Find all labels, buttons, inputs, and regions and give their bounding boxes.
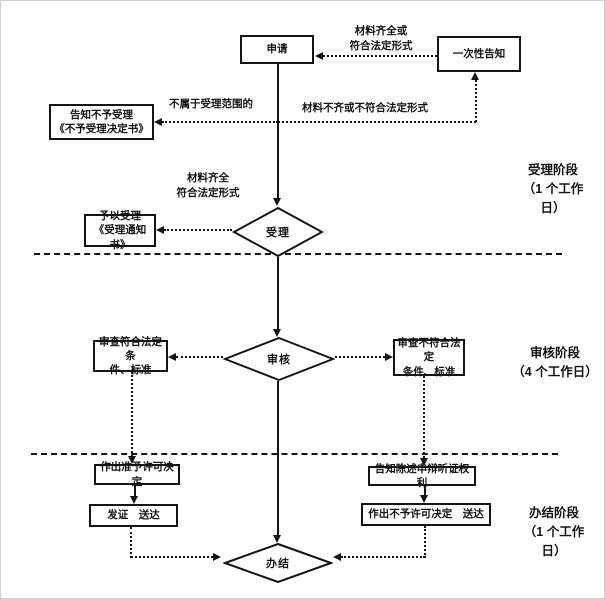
node-issue-deliver: 发证 送达: [89, 504, 178, 527]
node-close: 办结: [223, 543, 333, 583]
arrowhead-issue-to-close: [213, 553, 221, 561]
edge-label-not-in-scope: 不属于受理范围的: [167, 97, 255, 112]
edge-review-to-pass: [176, 356, 223, 358]
arrowhead-review-to-close: [273, 535, 281, 543]
edge-fail-to-rights: [423, 376, 425, 458]
diamond-shape-accept: [232, 207, 324, 257]
stage-label-review-text: 审核阶段 （4 个工作日）: [512, 346, 598, 379]
arrowhead-to-review-fail: [385, 353, 393, 361]
stage-label-accept-text: 受理阶段 （1 个工作 日）: [522, 163, 584, 215]
node-review: 审核: [223, 337, 335, 381]
edge-label-not-in-scope-text: 不属于受理范围的: [169, 98, 253, 110]
node-review-pass-label: 审查符合法定条 件、标准: [99, 335, 162, 377]
edge-incomplete-vertical: [475, 80, 477, 122]
arrowhead-pass-to-grant: [128, 456, 136, 464]
edge-accept-to-accept-notice: [164, 229, 232, 231]
node-deny-deliver: 作出不予许可决定 送达: [361, 503, 491, 526]
edge-notice-to-apply: [323, 55, 437, 57]
arrowhead-apply-to-accept: [273, 198, 281, 206]
edge-deny-to-close-vertical: [424, 526, 426, 558]
arrowhead-to-accept-notice: [156, 226, 164, 234]
node-review-pass: 审查符合法定条 件、标准: [93, 336, 168, 376]
edge-review-to-close: [277, 381, 279, 535]
arrowhead-grant-to-issue: [130, 496, 138, 504]
node-reject-notice-label: 告知不予受理 《不予受理决定书》: [54, 108, 149, 135]
edge-accept-to-review: [277, 257, 279, 329]
edge-rights-to-deny: [424, 486, 426, 495]
arrowhead-rights-to-deny: [420, 495, 428, 503]
edge-label-materials-incomplete-text: 材料不齐或不符合法定形式: [302, 102, 428, 114]
diamond-shape-close: [223, 543, 333, 583]
node-issue-deliver-label: 发证 送达: [107, 509, 160, 522]
diamond-shape-review: [223, 337, 335, 381]
node-apply-label: 申请: [266, 43, 288, 56]
arrowhead-to-reject-notice: [154, 118, 162, 126]
stage-label-accept: 受理阶段 （1 个工作 日）: [513, 161, 593, 217]
stage-label-review: 审核阶段 （4 个工作日）: [507, 344, 603, 382]
node-grant-decision-label: 作出准予许可决定: [100, 461, 174, 488]
node-accept-label: 受理: [266, 227, 290, 239]
arrowhead-to-one-time-notice: [471, 72, 479, 80]
node-accept: 受理: [232, 207, 324, 257]
edge-label-materials-complete-top: 材料齐全或 符合法定形式: [337, 24, 425, 53]
edge-to-reject-notice: [162, 121, 278, 123]
stage-label-close: 办结阶段 （1 个工作 日）: [513, 504, 595, 560]
node-accept-notice: 予以受理 《受理通知书》: [84, 210, 156, 251]
node-review-fail-label: 审查不符合法定 条件、标准: [397, 337, 461, 378]
edge-deny-to-close-horizontal: [341, 556, 425, 558]
edge-grant-to-issue: [134, 485, 136, 496]
node-reject-notice: 告知不予受理 《不予受理决定书》: [49, 104, 154, 140]
node-apply: 申请: [240, 35, 314, 64]
edge-incomplete-horizontal: [278, 121, 476, 123]
stage-label-close-text: 办结阶段 （1 个工作 日）: [523, 506, 585, 558]
edge-label-materials-complete-mid: 材料齐全 符合法定形式: [169, 171, 247, 200]
node-review-fail: 审查不符合法定 条件、标准: [393, 337, 465, 378]
edge-pass-to-grant: [131, 372, 133, 456]
arrowhead-deny-to-close: [333, 553, 341, 561]
edge-issue-to-close-horizontal: [131, 556, 213, 558]
node-review-label: 审核: [267, 354, 291, 366]
edge-label-materials-complete-top-text: 材料齐全或 符合法定形式: [349, 25, 413, 52]
arrowhead-to-review-pass: [168, 353, 176, 361]
edge-apply-to-accept: [277, 64, 279, 198]
node-deny-deliver-label: 作出不予许可决定 送达: [368, 508, 484, 521]
node-one-time-notice: 一次性告知: [437, 36, 521, 72]
node-grant-decision: 作出准予许可决定: [94, 461, 180, 488]
arrowhead-fail-to-rights: [420, 458, 428, 466]
edge-review-to-fail: [335, 356, 385, 358]
node-accept-notice-label: 予以受理 《受理通知书》: [93, 210, 147, 251]
edge-label-materials-incomplete: 材料不齐或不符合法定形式: [299, 101, 431, 116]
edge-label-materials-complete-mid-text: 材料齐全 符合法定形式: [176, 172, 240, 199]
node-one-time-notice-label: 一次性告知: [452, 47, 506, 60]
stage-divider-accept-review: [34, 253, 562, 255]
stage-divider-review-close: [31, 453, 558, 455]
arrowhead-accept-to-review: [273, 329, 281, 337]
node-close-label: 办结: [266, 558, 290, 570]
node-notify-rights-label: 告知陈述申辩听证权利: [374, 462, 470, 489]
node-notify-rights: 告知陈述申辩听证权利: [368, 463, 476, 489]
arrowhead-notice-to-apply: [315, 52, 323, 60]
edge-issue-to-close-vertical: [130, 527, 132, 558]
